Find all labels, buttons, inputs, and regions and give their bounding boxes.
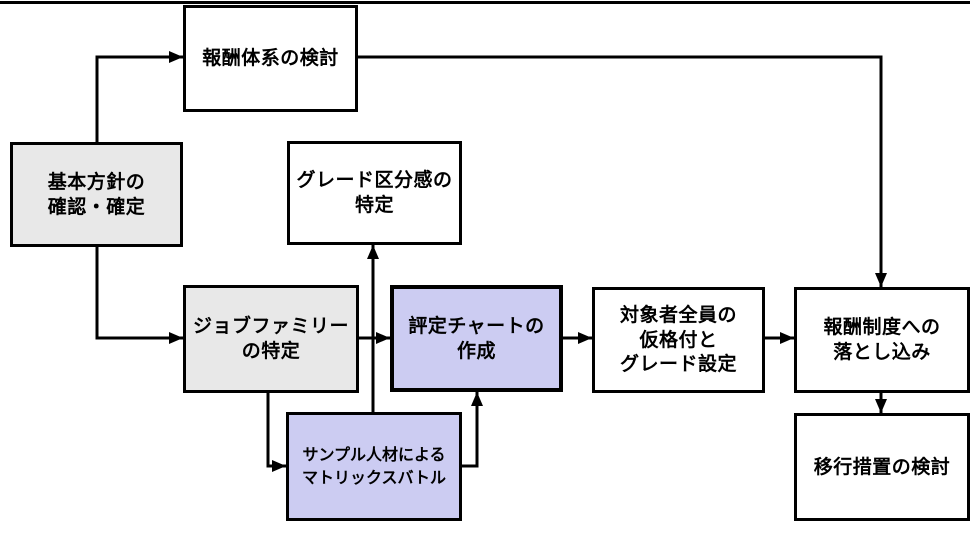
node-hoshu-taikei-label: 報酬体系の検討 <box>202 47 339 70</box>
node-hoshu-seido-label: 報酬制度への 落とし込み <box>823 316 941 363</box>
node-job-family: ジョブファミリー の特定 <box>183 285 359 393</box>
node-iko-sochi: 移行措置の検討 <box>794 413 970 521</box>
node-job-family-label: ジョブファミリー の特定 <box>192 315 349 362</box>
connector-job-family-to-sample-jinzai <box>266 393 286 472</box>
node-hyotei-chart-label: 評定チャートの 作成 <box>408 314 545 362</box>
connector-kihon-to-hoshu-taikei <box>95 51 183 142</box>
node-hoshu-taikei: 報酬体系の検討 <box>183 5 358 112</box>
node-hoshu-seido: 報酬制度への 落とし込み <box>794 287 970 393</box>
node-hyotei-chart: 評定チャートの 作成 <box>390 285 563 392</box>
top-rule <box>0 1 970 4</box>
node-grade-kubun: グレード区分感の 特定 <box>287 141 462 245</box>
node-taishosha-label: 対象者全員の 仮格付と グレード設定 <box>619 303 737 376</box>
node-kihon-hoshin-label: 基本方針の 確認・確定 <box>47 170 146 218</box>
node-grade-kubun-label: グレード区分感の 特定 <box>296 169 453 216</box>
connector-sample-jinzai-to-hyotei-chart <box>462 392 483 468</box>
node-iko-sochi-label: 移行措置の検討 <box>813 455 951 478</box>
node-sample-jinzai-label: サンプル人材による マトリックスバトル <box>301 445 446 487</box>
node-sample-jinzai: サンプル人材による マトリックスバトル <box>286 412 462 521</box>
node-taishosha: 対象者全員の 仮格付と グレード設定 <box>592 287 765 393</box>
node-kihon-hoshin: 基本方針の 確認・確定 <box>10 142 183 247</box>
connector-kihon-to-job-family <box>95 247 183 344</box>
